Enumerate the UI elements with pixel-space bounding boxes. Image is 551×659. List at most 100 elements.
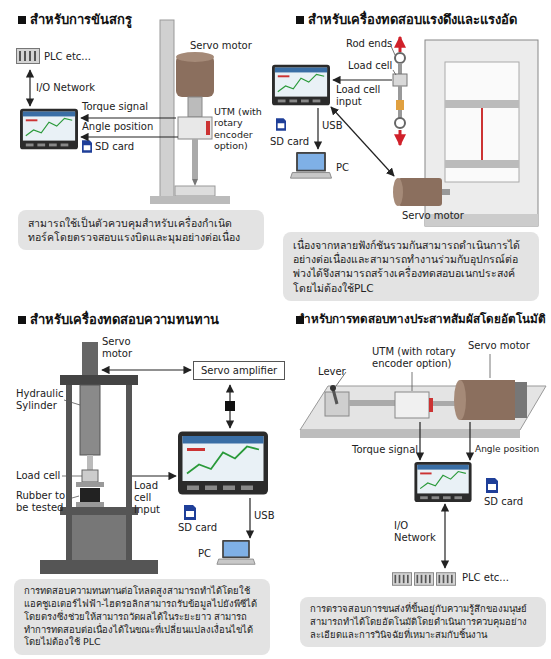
leader-line — [64, 400, 80, 405]
tensile-test-machine — [445, 100, 519, 108]
sensory-test-machine — [392, 573, 411, 586]
sensory-test-machine — [460, 380, 515, 420]
durability-test-machine — [66, 375, 72, 565]
panel-heading: สำหรับการขันสกรู — [30, 12, 132, 28]
signal-arrow — [102, 369, 191, 370]
node-text: การทดสอบความทนทานต่อโหลดสูงสามารถทำได้โด… — [24, 585, 260, 649]
tensile-test-machine — [393, 178, 403, 206]
sensory-test-machine — [414, 573, 433, 586]
part-label: Servo motor — [402, 210, 464, 222]
durability-test-machine — [126, 375, 132, 565]
part-label: Servo motor — [468, 340, 530, 352]
tensile-test-machine — [395, 118, 405, 128]
durability-test-machine — [184, 505, 196, 520]
durability-test-machine — [80, 385, 100, 455]
tensile-test-machine — [272, 37, 538, 226]
part-label: I/O Network — [394, 520, 440, 544]
durability-test-machine — [87, 455, 93, 470]
part-label: SD card — [270, 136, 309, 148]
caption-box: การตรวจสอบการขนส่งที่ขึ้นอยู่กับความรู้ส… — [300, 597, 546, 647]
signal-arrow — [444, 504, 445, 568]
sensory-test-machine — [436, 573, 455, 586]
tensile-test-machine — [442, 189, 450, 195]
signal-arrow — [132, 475, 176, 476]
tensile-test-machine — [393, 74, 407, 86]
screw-tightening-machine — [192, 179, 198, 186]
sensory-test-machine — [333, 389, 337, 404]
part-label: Servo motor — [190, 40, 252, 52]
part-label: Hydraulic Sylinder — [16, 388, 66, 412]
tensile-test-machine — [398, 86, 402, 100]
screw-tightening-machine — [188, 97, 202, 117]
leader-line — [490, 354, 491, 378]
node-text: การตรวจสอบการขนส่งที่ขึ้นอยู่กับความรู้ส… — [310, 603, 536, 641]
signal-arrow — [469, 422, 470, 460]
part-label: Angle position — [475, 444, 539, 455]
durability-test-machine — [40, 560, 158, 574]
sensory-test-machine — [349, 400, 395, 406]
heading-bullet — [18, 16, 26, 24]
part-label: USB — [254, 510, 275, 522]
part-label: Load cell — [348, 60, 392, 72]
heading-bullet — [18, 16, 304, 324]
part-label: UTM (with rotary encoder option) — [214, 106, 266, 152]
durability-test-machine — [80, 488, 100, 502]
durability-test-machine — [217, 540, 255, 564]
part-label: Load cell Input — [134, 480, 178, 516]
tensile-test-machine — [399, 37, 402, 52]
tensile-test-machine — [398, 110, 402, 118]
node-text: เนื่องจากหลายฟังก์ชันรวมกันสามารถดำเนินก… — [293, 238, 529, 295]
screw-tightening-machine — [206, 121, 210, 135]
part-label: Lever — [318, 366, 346, 378]
heading-bullet — [18, 316, 26, 324]
part-label: PC — [336, 162, 349, 174]
panel-heading: สำหรับเครื่องทดสอบแรงดึงและแรงอัด — [308, 12, 517, 28]
part-label: Angle position — [82, 121, 153, 133]
durability-test-machine — [72, 515, 126, 560]
tensile-test-machine — [276, 118, 286, 131]
screw-tightening-machine — [20, 109, 78, 150]
screw-tightening-machine — [178, 117, 212, 139]
heading-bullet — [296, 16, 304, 24]
tensile-test-machine — [399, 130, 402, 145]
screw-tightening-machine — [192, 139, 198, 179]
signal-arrow — [419, 422, 420, 460]
tensile-test-machine — [272, 65, 330, 106]
sensory-test-machine — [486, 478, 498, 493]
part-label: Rubber to be tested — [16, 490, 70, 514]
durability-test-machine — [60, 507, 138, 515]
sensory-test-machine — [429, 398, 433, 412]
leader-line — [393, 70, 396, 75]
sensory-test-machine — [454, 380, 466, 420]
sensory-test-machine — [414, 462, 471, 502]
signal-arrow — [81, 136, 178, 137]
sensory-test-machine — [330, 385, 336, 391]
durability-test-machine — [178, 432, 268, 495]
tensile-test-machine — [396, 100, 404, 110]
screw-tightening-machine — [176, 52, 214, 62]
part-label: PC — [198, 548, 211, 560]
leader-line — [412, 372, 413, 391]
part-label: PLC etc... — [462, 572, 509, 584]
sensory-test-machine — [395, 392, 429, 418]
caption-box: เนื่องจากหลายฟังก์ชันรวมกันสามารถดำเนินก… — [283, 232, 539, 301]
durability-test-machine — [82, 342, 98, 375]
durability-test-machine — [60, 375, 138, 385]
caption-box: การทดสอบความทนทานต่อโหลดสูงสามารถทำได้โด… — [14, 579, 270, 655]
panel-heading: สำหรับเครื่องทดสอบความทนทาน — [30, 312, 219, 328]
tensile-test-machine — [398, 63, 402, 74]
caption-box: สามารถใช้เป็นตัวควบคุมสำหรับเครื่องกำเนิ… — [18, 210, 264, 250]
screw-tightening-machine — [17, 49, 40, 64]
signal-arrow — [249, 498, 250, 538]
durability-test-machine — [76, 482, 104, 487]
part-label: UTM (with rotary encoder option) — [372, 346, 462, 370]
part-label: SD card — [178, 522, 217, 534]
sensory-test-machine — [300, 430, 520, 438]
leader-line — [72, 496, 79, 498]
durability-test-machine — [76, 502, 104, 507]
node-text: สามารถใช้เป็นตัวควบคุมสำหรับเครื่องกำเนิ… — [28, 216, 254, 244]
screw-tightening-machine — [175, 186, 215, 196]
signal-arrow — [331, 107, 394, 176]
